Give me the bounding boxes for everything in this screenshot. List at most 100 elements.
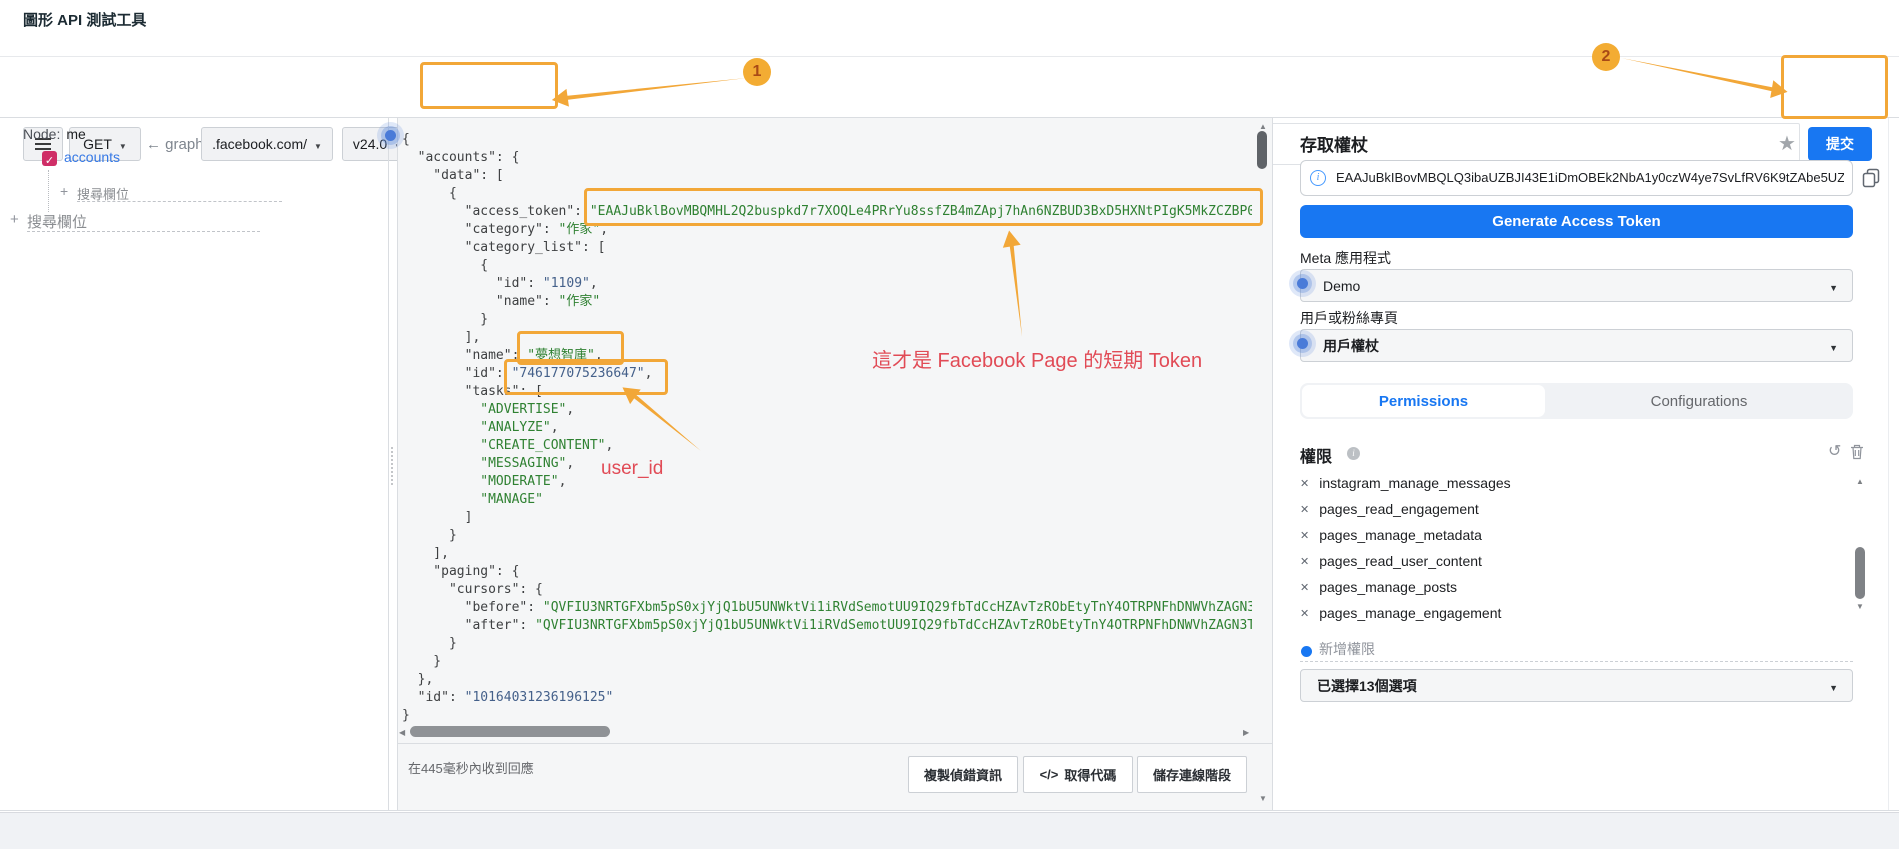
bottom-divider bbox=[0, 810, 1899, 811]
add-permission-underline bbox=[1300, 661, 1853, 662]
user-or-page-dropdown[interactable]: 用戶權杖 bbox=[1300, 329, 1853, 362]
page-title: 圖形 API 測試工具 bbox=[23, 12, 147, 29]
search-field-input-nested[interactable]: 搜尋欄位 bbox=[77, 187, 130, 202]
meta-app-value: Demo bbox=[1323, 277, 1361, 294]
remove-permission-icon[interactable] bbox=[1300, 477, 1309, 490]
node-row: Node: me bbox=[23, 126, 86, 142]
access-token-field[interactable] bbox=[1300, 160, 1853, 196]
code-icon: </> bbox=[1039, 767, 1059, 782]
permissions-scrollbar-thumb[interactable] bbox=[1855, 547, 1865, 599]
response-time-status: 在445毫秒內收到回應 bbox=[408, 761, 534, 776]
user-or-page-label: 用戶或粉絲專頁 bbox=[1300, 310, 1398, 326]
permission-item: pages_manage_posts bbox=[1300, 574, 1840, 600]
plus-icon: + bbox=[10, 211, 19, 228]
permissions-title: 權限 bbox=[1300, 449, 1333, 466]
http-method-dropdown[interactable]: GET bbox=[69, 127, 141, 161]
chevron-down-icon bbox=[1829, 278, 1838, 294]
right-panel-divider bbox=[1272, 118, 1273, 810]
tree-guide-line bbox=[48, 170, 49, 212]
permission-item: instagram_manage_messages bbox=[1300, 470, 1840, 496]
copy-debug-info-button[interactable]: 複製偵錯資訊 bbox=[908, 756, 1018, 793]
info-icon bbox=[1347, 447, 1360, 460]
resize-handle[interactable] bbox=[391, 447, 393, 485]
permission-name: pages_read_user_content bbox=[1319, 553, 1482, 569]
permission-item: pages_read_engagement bbox=[1300, 496, 1840, 522]
scroll-down-icon[interactable]: ▼ bbox=[1856, 602, 1864, 611]
info-icon[interactable] bbox=[1310, 170, 1326, 186]
annotation-step-1-badge: 1 bbox=[743, 58, 771, 86]
access-token-value: EAAJuBkIBovMBQLQ3ibaUZBJI43E1iDmOBEk2NbA… bbox=[1336, 170, 1844, 185]
http-method-value: GET bbox=[83, 136, 112, 152]
scroll-down-icon[interactable]: ▼ bbox=[1259, 794, 1267, 803]
access-token-title: 存取權杖 bbox=[1300, 136, 1368, 155]
accounts-field-label[interactable]: accounts bbox=[64, 149, 121, 165]
tab-permissions[interactable]: Permissions bbox=[1302, 385, 1545, 417]
remove-permission-icon[interactable] bbox=[1300, 503, 1309, 516]
undo-icon[interactable] bbox=[1828, 441, 1841, 461]
chevron-down-icon bbox=[119, 136, 127, 152]
add-permission-dot-icon bbox=[1301, 646, 1312, 657]
host-value: .facebook.com/ bbox=[212, 136, 307, 152]
plus-icon: + bbox=[60, 183, 69, 199]
chevron-down-icon bbox=[1829, 678, 1838, 694]
permission-name: pages_manage_metadata bbox=[1319, 527, 1482, 543]
accounts-checkbox[interactable] bbox=[42, 151, 57, 166]
node-value: me bbox=[66, 126, 86, 142]
scroll-left-icon[interactable]: ◀ bbox=[399, 728, 406, 737]
footer-divider bbox=[397, 743, 1272, 744]
remove-permission-icon[interactable] bbox=[1300, 607, 1309, 620]
permission-item: pages_read_user_content bbox=[1300, 548, 1840, 574]
trash-icon[interactable] bbox=[1850, 444, 1864, 463]
vertical-scrollbar-thumb[interactable] bbox=[1257, 131, 1267, 169]
node-label: Node: bbox=[23, 126, 61, 142]
token-tabs: Permissions Configurations bbox=[1300, 383, 1853, 419]
panel-divider bbox=[397, 118, 398, 810]
chevron-down-icon bbox=[1829, 338, 1838, 354]
permission-name: pages_manage_posts bbox=[1319, 579, 1457, 595]
save-session-button[interactable]: 儲存連線階段 bbox=[1137, 756, 1247, 793]
host-dropdown[interactable]: .facebook.com/ bbox=[201, 127, 333, 161]
annotation-user-id-note: user_id bbox=[601, 458, 664, 479]
meta-app-dropdown[interactable]: Demo bbox=[1300, 269, 1853, 302]
permission-name: pages_read_engagement bbox=[1319, 501, 1479, 517]
permissions-list: instagram_manage_messages pages_read_enga… bbox=[1300, 470, 1840, 626]
scroll-right-icon[interactable]: ▶ bbox=[1243, 728, 1250, 737]
title-bar: 圖形 API 測試工具 bbox=[0, 0, 1899, 57]
copy-icon bbox=[1862, 168, 1880, 187]
remove-permission-icon[interactable] bbox=[1300, 555, 1309, 568]
favorite-star-icon[interactable] bbox=[1778, 131, 1796, 156]
permission-name: pages_manage_engagement bbox=[1319, 605, 1502, 621]
search-field-underline bbox=[77, 201, 282, 202]
hotspot-dot-icon bbox=[1289, 330, 1316, 357]
permission-name: instagram_manage_messages bbox=[1319, 475, 1511, 491]
scroll-up-icon[interactable]: ▲ bbox=[1856, 477, 1864, 486]
hotspot-dot-icon bbox=[1289, 270, 1316, 297]
response-panel bbox=[398, 118, 1272, 810]
meta-app-label: Meta 應用程式 bbox=[1300, 250, 1392, 266]
horizontal-scrollbar-thumb[interactable] bbox=[410, 726, 610, 737]
bottom-strip bbox=[0, 812, 1899, 849]
tab-configurations[interactable]: Configurations bbox=[1650, 392, 1748, 410]
selected-options-value: 已選擇13個選項 bbox=[1317, 677, 1417, 694]
search-field-input-root[interactable]: 搜尋欄位 bbox=[27, 214, 88, 231]
chevron-down-icon bbox=[314, 136, 322, 152]
sidebar-divider bbox=[388, 118, 389, 810]
submit-button[interactable]: 提交 bbox=[1808, 127, 1872, 161]
permission-item: pages_manage_engagement bbox=[1300, 600, 1840, 626]
scroll-up-icon[interactable]: ▲ bbox=[1259, 122, 1267, 131]
page-edge-divider bbox=[1888, 118, 1889, 810]
get-code-button[interactable]: </> 取得代碼 bbox=[1023, 756, 1133, 793]
remove-permission-icon[interactable] bbox=[1300, 529, 1309, 542]
user-or-page-value: 用戶權杖 bbox=[1323, 337, 1379, 354]
annotation-token-note: 這才是 Facebook Page 的短期 Token bbox=[872, 350, 1203, 372]
selected-options-dropdown[interactable]: 已選擇13個選項 bbox=[1300, 669, 1853, 702]
permission-item: pages_manage_metadata bbox=[1300, 522, 1840, 548]
copy-token-button[interactable] bbox=[1858, 165, 1884, 193]
search-field-underline bbox=[27, 231, 260, 232]
remove-permission-icon[interactable] bbox=[1300, 581, 1309, 594]
generate-access-token-button[interactable]: Generate Access Token bbox=[1300, 205, 1853, 238]
host-prefix-label: ← graph. bbox=[146, 136, 208, 153]
response-json: { "accounts": { "data": [ { "access_toke… bbox=[402, 132, 1252, 723]
add-permission-input[interactable]: 新增權限 bbox=[1319, 641, 1375, 657]
